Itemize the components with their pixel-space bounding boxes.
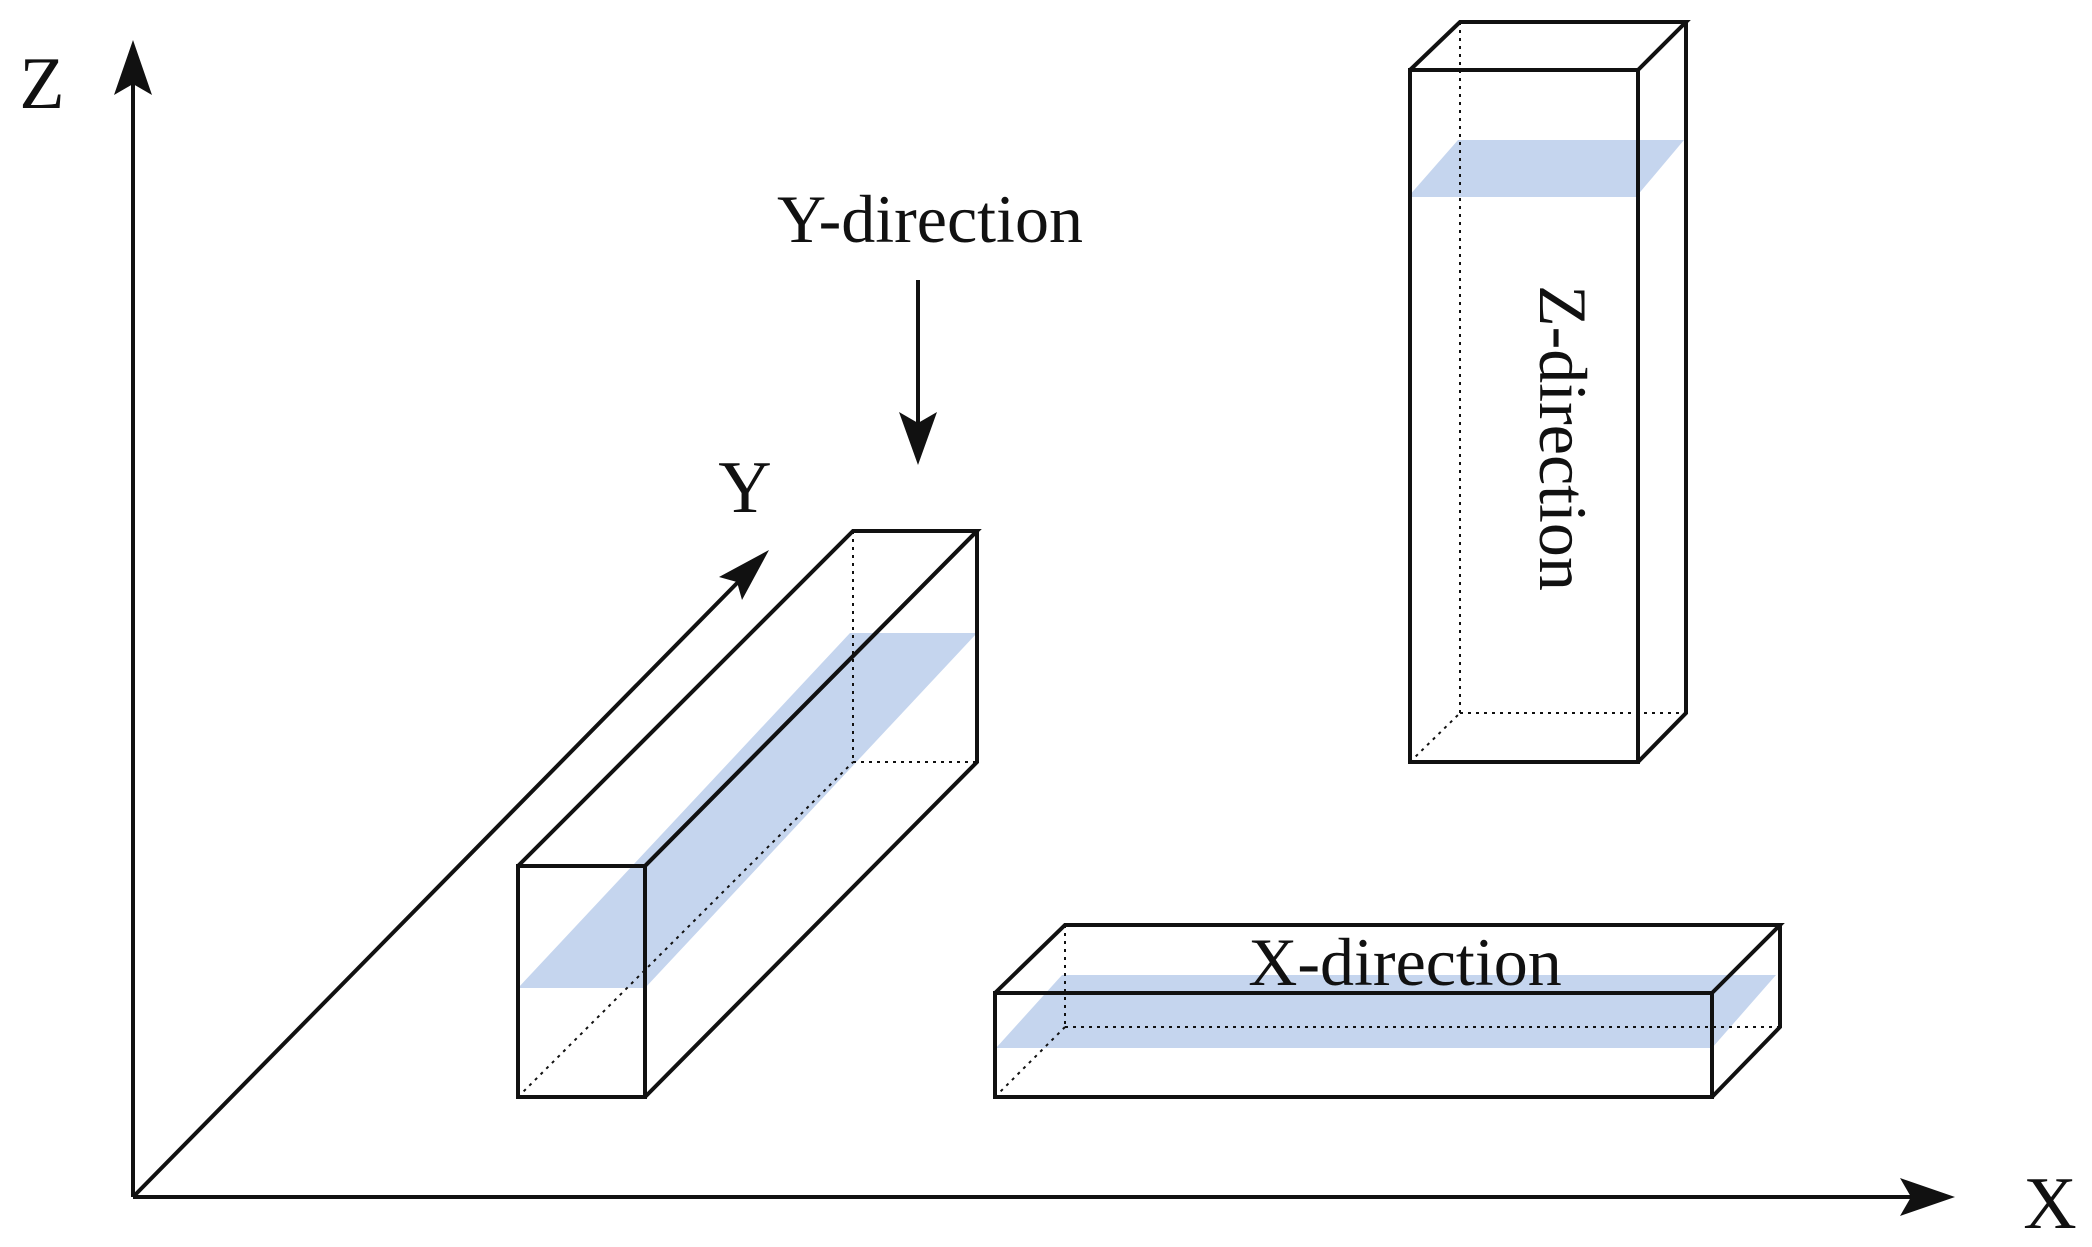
x-specimen-top-face	[993, 923, 1785, 995]
z-axis-arrowhead	[114, 40, 152, 95]
x-specimen-hidden-edge-depth	[994, 1026, 1066, 1098]
z-direction-label: Z-direction	[1525, 285, 1601, 591]
z-axis-label: Z	[19, 43, 64, 125]
x-direction-label: X-direction	[1248, 924, 1561, 1000]
z-specimen-side-face	[1636, 22, 1688, 764]
x-direction-specimen: X-direction	[993, 923, 1785, 1099]
x-specimen-front-face	[993, 991, 1714, 1099]
y-axis-line	[131, 573, 747, 1199]
y-direction-specimen	[516, 529, 982, 1099]
y-axis-label: Y	[718, 447, 771, 529]
y-axis-arrowhead	[719, 550, 769, 600]
x-axis-arrowhead	[1900, 1178, 1955, 1216]
z-specimen-section-plane	[1408, 140, 1684, 197]
y-specimen-side-face	[643, 531, 979, 1099]
z-specimen-front-face	[1408, 68, 1640, 764]
y-specimen-section-plane	[518, 633, 977, 988]
z-specimen-top-face	[1408, 20, 1691, 72]
y-specimen-hidden-edge-depth	[517, 761, 854, 1098]
y-direction-arrowhead	[899, 412, 937, 465]
x-axis-label: X	[2023, 1163, 2076, 1245]
z-specimen-hidden-edge-depth	[1409, 712, 1461, 763]
y-direction-label: Y-direction	[777, 181, 1083, 257]
z-direction-specimen: Z-direction	[1408, 20, 1691, 764]
y-specimen-front-face	[516, 864, 647, 1099]
y-specimen-ridge-edge	[643, 529, 979, 868]
x-specimen-side-face	[1710, 925, 1782, 1099]
y-direction-callout: Y-direction	[777, 181, 1083, 465]
coordinate-axes: Z X Y	[19, 40, 2077, 1245]
